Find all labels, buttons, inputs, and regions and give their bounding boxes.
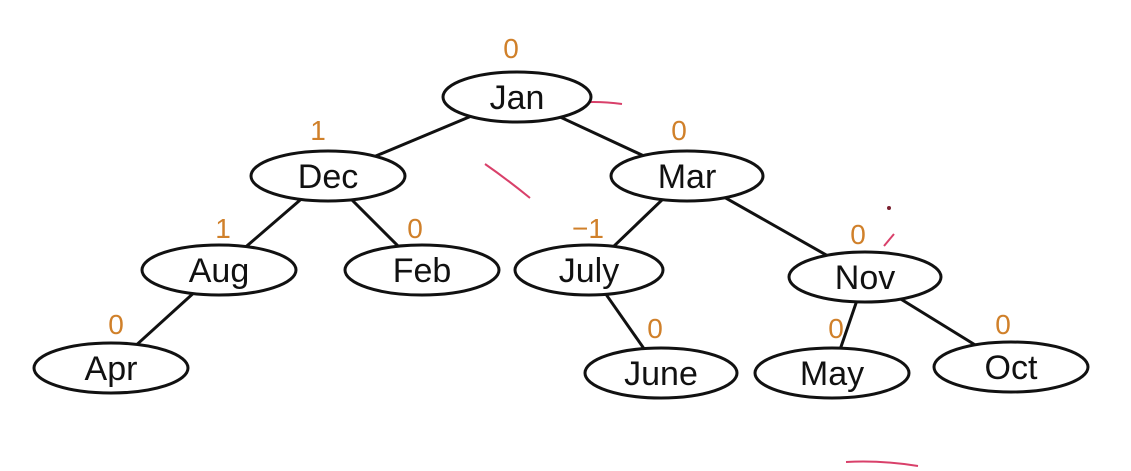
node-label: Feb bbox=[393, 252, 452, 290]
node-ellipse bbox=[441, 70, 593, 124]
pen-mark bbox=[484, 163, 531, 199]
node-label: Apr bbox=[85, 350, 138, 388]
edge-aug-apr bbox=[133, 288, 198, 348]
balance-factor-label: 0 bbox=[108, 309, 124, 340]
node-june: June 0 bbox=[583, 313, 739, 400]
edge-jan-mar bbox=[553, 112, 649, 159]
node-ellipse bbox=[932, 340, 1090, 394]
node-label: Nov bbox=[835, 259, 895, 297]
node-ellipse bbox=[753, 346, 911, 400]
node-label: Oct bbox=[985, 349, 1038, 387]
node-label: Aug bbox=[189, 252, 250, 290]
pen-mark bbox=[883, 233, 895, 247]
node-ellipse bbox=[249, 149, 407, 203]
node-label: May bbox=[800, 355, 864, 393]
node-july: July −1 bbox=[513, 213, 665, 297]
node-ellipse bbox=[787, 250, 943, 304]
balance-factor-label: 0 bbox=[407, 213, 423, 244]
node-nov: Nov 0 bbox=[787, 219, 943, 304]
node-label: Dec bbox=[298, 158, 358, 196]
balance-factor-label: 0 bbox=[995, 309, 1011, 340]
node-label: June bbox=[624, 355, 698, 393]
node-feb: Feb 0 bbox=[343, 213, 501, 297]
edge-mar-july bbox=[610, 195, 668, 250]
balance-factor-label: 1 bbox=[215, 213, 231, 244]
balance-factor-label: 0 bbox=[828, 313, 844, 344]
node-ellipse bbox=[140, 243, 298, 297]
edge-dec-feb bbox=[347, 195, 402, 250]
edge-mar-nov bbox=[718, 193, 832, 259]
edge-dec-aug bbox=[242, 194, 306, 251]
node-ellipse bbox=[609, 149, 765, 203]
node-aug: Aug 1 bbox=[140, 213, 298, 297]
node-oct: Oct 0 bbox=[932, 309, 1090, 394]
pen-dot bbox=[887, 206, 891, 210]
node-label: Mar bbox=[658, 158, 717, 196]
node-ellipse bbox=[513, 243, 665, 297]
node-may: May 0 bbox=[753, 313, 911, 400]
balance-factor-label: 0 bbox=[850, 219, 866, 250]
node-jan: Jan 0 bbox=[441, 33, 593, 124]
balance-factor-label: 1 bbox=[310, 115, 326, 146]
balance-factor-label: 0 bbox=[647, 313, 663, 344]
balance-factor-label: −1 bbox=[572, 213, 604, 244]
node-apr: Apr 0 bbox=[32, 309, 190, 395]
node-label: Jan bbox=[490, 79, 545, 117]
balance-factor-label: 0 bbox=[503, 33, 519, 64]
node-mar: Mar 0 bbox=[609, 115, 765, 203]
tree-nodes: Jan0Dec1Mar0Aug1Feb0July−1Nov0Apr0June0M… bbox=[32, 33, 1090, 400]
edge-jan-dec bbox=[369, 112, 479, 160]
node-ellipse bbox=[32, 341, 190, 395]
edge-nov-may bbox=[838, 297, 860, 352]
node-ellipse bbox=[343, 243, 501, 297]
edge-nov-oct bbox=[894, 294, 980, 349]
node-ellipse bbox=[583, 346, 739, 400]
tree-edges bbox=[133, 112, 980, 352]
node-dec: Dec 1 bbox=[249, 115, 407, 203]
pen-mark bbox=[845, 460, 919, 467]
balance-factor-label: 0 bbox=[671, 115, 687, 146]
node-label: July bbox=[559, 252, 619, 290]
edge-july-june bbox=[602, 289, 647, 352]
